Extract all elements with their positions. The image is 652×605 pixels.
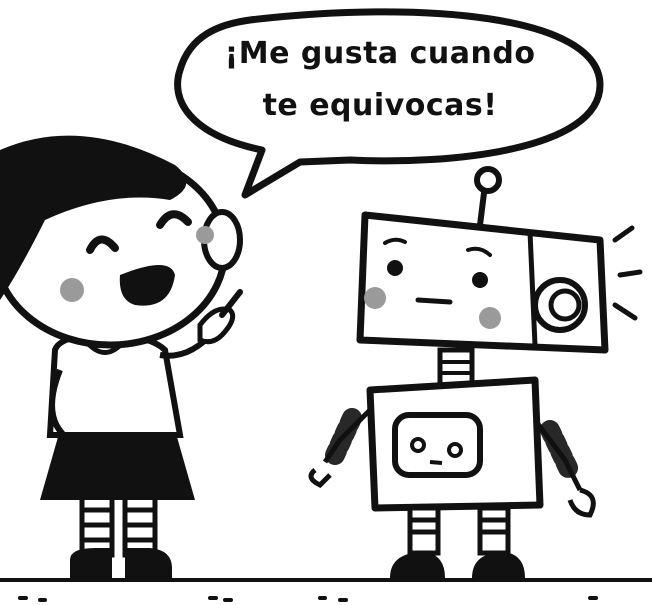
speech-line-1: ¡Me gusta cuando: [224, 36, 536, 71]
robot-character: [308, 166, 643, 578]
speech-bubble: [174, 8, 604, 199]
girl-character: [0, 135, 243, 578]
ground: [0, 578, 652, 602]
speech-line-2: te equivocas!: [262, 88, 498, 123]
